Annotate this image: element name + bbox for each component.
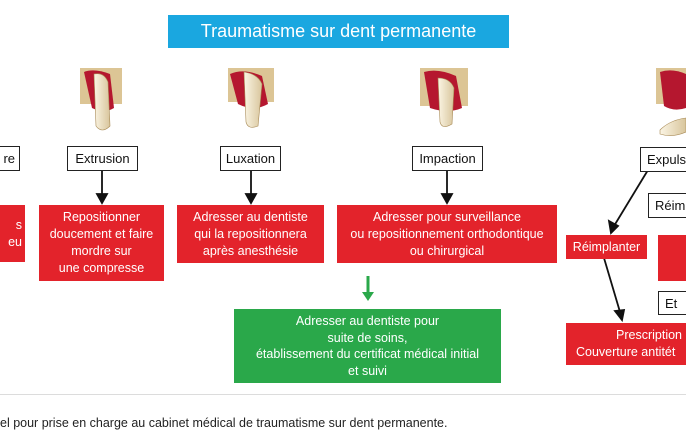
box-luxation-action: Adresser au dentiste qui la repositionne… [177,205,324,263]
box-impaction-action: Adresser pour surveillance ou reposition… [337,205,557,263]
box-prescription: Prescription Couverture antitét [566,323,686,365]
box-reimplanter: Réimplanter [566,235,647,259]
figure-divider [0,394,686,395]
tooth-extrusion-icon [80,68,122,131]
box-red-cut-right [658,235,686,281]
box-green-followup: Adresser au dentiste pour suite de soins… [234,309,501,383]
label-luxation: Luxation [220,146,281,171]
flow-arrows [95,169,649,323]
label-left-cut: re [0,146,20,171]
green-arrow-down-icon [362,276,374,301]
tooth-expulsion-icon [656,68,686,136]
diagram-title: Traumatisme sur dent permanente [168,15,509,48]
label-reimplantation: Réimp [648,193,686,218]
box-extrusion-action: Repositionner doucement et faire mordre … [39,205,164,281]
figure-caption: el pour prise en charge au cabinet médic… [0,416,448,430]
label-et: Et [658,291,686,315]
label-extrusion: Extrusion [67,146,138,171]
tooth-luxation-icon [228,68,274,128]
label-impaction: Impaction [412,146,483,171]
label-expulsion: Expulsi [640,147,686,172]
tooth-impaction-icon [420,68,468,127]
